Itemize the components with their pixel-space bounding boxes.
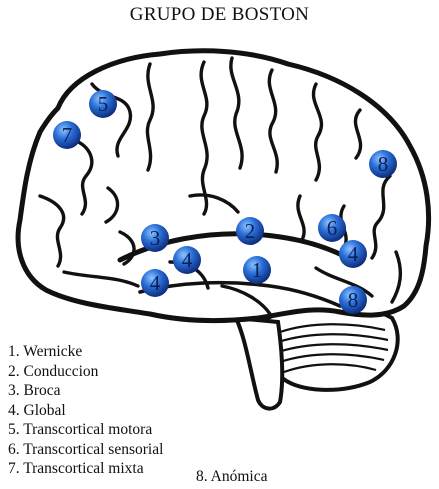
marker-8-top: 8	[369, 150, 397, 178]
marker-7: 7	[53, 121, 81, 149]
legend-item-6: 6. Transcortical sensorial	[8, 440, 163, 460]
cerebrum-outline	[18, 51, 429, 321]
svg-text:3: 3	[150, 226, 161, 250]
legend-item-4: 4. Global	[8, 401, 163, 421]
legend-item-8: 8. Anómica	[196, 468, 267, 486]
svg-text:6: 6	[327, 216, 338, 240]
marker-3: 3	[141, 224, 169, 252]
marker-4-right: 4	[339, 240, 367, 268]
svg-text:7: 7	[62, 123, 73, 147]
marker-6: 6	[318, 214, 346, 242]
legend-item-2: 2. Conduccion	[8, 362, 163, 382]
legend-item-7: 7. Transcortical mixta	[8, 459, 163, 479]
svg-text:1: 1	[252, 258, 263, 282]
marker-2: 2	[236, 217, 264, 245]
marker-4-center: 4	[173, 246, 201, 274]
svg-text:2: 2	[245, 219, 256, 243]
brainstem	[236, 318, 282, 409]
marker-1: 1	[243, 256, 271, 284]
marker-8-bottom: 8	[339, 286, 367, 314]
legend-item-5: 5. Transcortical motora	[8, 420, 163, 440]
svg-text:4: 4	[182, 248, 193, 272]
svg-text:5: 5	[98, 92, 109, 116]
marker-4-left: 4	[141, 269, 169, 297]
legend-item-1: 1. Wernicke	[8, 342, 163, 362]
svg-text:8: 8	[378, 152, 389, 176]
svg-text:8: 8	[348, 288, 359, 312]
legend: 1. Wernicke 2. Conduccion 3. Broca 4. Gl…	[8, 342, 163, 479]
marker-5: 5	[89, 90, 117, 118]
legend-item-3: 3. Broca	[8, 381, 163, 401]
svg-text:4: 4	[348, 242, 359, 266]
svg-text:4: 4	[150, 271, 161, 295]
